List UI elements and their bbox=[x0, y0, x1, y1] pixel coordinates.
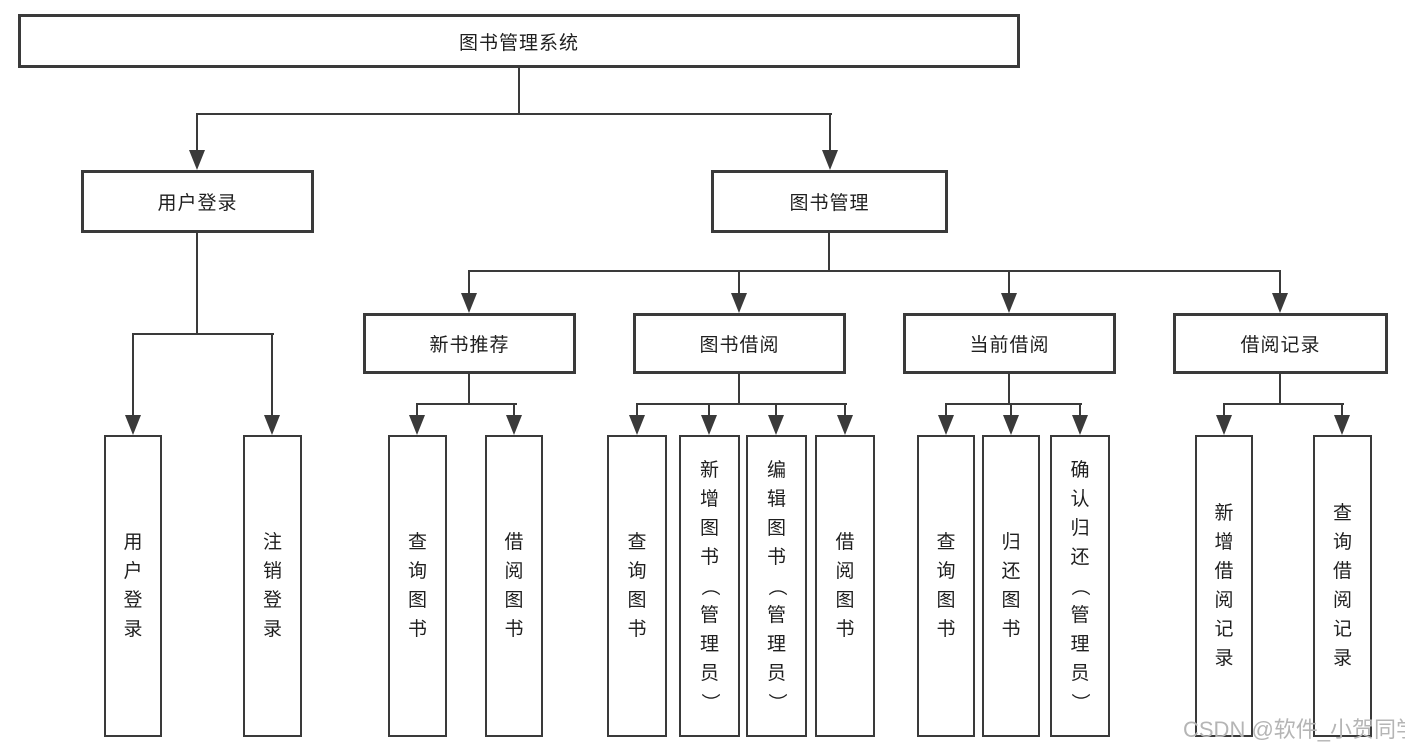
node-current-borrow: 当前借阅 bbox=[903, 313, 1116, 374]
connector-arrow-icon bbox=[409, 415, 425, 435]
leaf-edit-books-admin: 编辑图书（管理员） bbox=[746, 435, 807, 737]
connector-line bbox=[132, 333, 134, 416]
connector-arrow-icon bbox=[1001, 293, 1017, 313]
connector-line bbox=[738, 373, 740, 405]
node-label: 图书管理 bbox=[789, 193, 870, 214]
connector-arrow-icon bbox=[731, 293, 747, 313]
connector-line bbox=[468, 373, 470, 405]
leaf-label: 用户登录 bbox=[123, 532, 143, 640]
leaf-query-books-current: 查询图书 bbox=[917, 435, 975, 737]
connector-arrow-icon bbox=[1272, 293, 1288, 313]
connector-arrow-icon bbox=[1072, 415, 1088, 435]
connector-line bbox=[1010, 403, 1012, 417]
connector-line bbox=[468, 270, 1281, 272]
leaf-label: 查询图书 bbox=[627, 532, 647, 640]
leaf-logout: 注销登录 bbox=[243, 435, 302, 737]
connector-line bbox=[945, 403, 1082, 405]
connector-arrow-icon bbox=[938, 415, 954, 435]
connector-arrow-icon bbox=[1216, 415, 1232, 435]
node-book-management: 图书管理 bbox=[711, 170, 948, 233]
connector-line bbox=[518, 67, 520, 115]
connector-line bbox=[513, 403, 515, 417]
leaf-label: 查询借阅记录 bbox=[1332, 503, 1352, 669]
connector-arrow-icon bbox=[264, 415, 280, 435]
connector-line bbox=[132, 333, 274, 335]
connector-line bbox=[1223, 403, 1344, 405]
node-label: 借阅记录 bbox=[1240, 335, 1321, 356]
connector-line bbox=[844, 403, 846, 417]
leaf-add-books-admin: 新增图书（管理员） bbox=[679, 435, 740, 737]
connector-line bbox=[1008, 270, 1010, 295]
connector-line bbox=[196, 232, 198, 335]
leaf-label: 归还图书 bbox=[1001, 532, 1021, 640]
connector-line bbox=[1008, 373, 1010, 405]
connector-line bbox=[708, 403, 710, 417]
leaf-label: 查询图书 bbox=[407, 532, 427, 640]
leaf-label: 查询图书 bbox=[936, 532, 956, 640]
connector-line bbox=[828, 232, 830, 272]
leaf-user-login: 用户登录 bbox=[104, 435, 162, 737]
connector-arrow-icon bbox=[189, 150, 205, 170]
connector-arrow-icon bbox=[822, 150, 838, 170]
leaf-return-books: 归还图书 bbox=[982, 435, 1040, 737]
connector-arrow-icon bbox=[506, 415, 522, 435]
node-new-book-recommend: 新书推荐 bbox=[363, 313, 576, 374]
connector-line bbox=[1279, 270, 1281, 295]
leaf-query-books-recommend: 查询图书 bbox=[388, 435, 447, 737]
connector-line bbox=[271, 333, 273, 416]
node-label: 图书借阅 bbox=[699, 335, 780, 356]
connector-line bbox=[636, 403, 847, 405]
leaf-label: 新增借阅记录 bbox=[1214, 503, 1234, 669]
connector-arrow-icon bbox=[125, 415, 141, 435]
leaf-label: 借阅图书 bbox=[835, 532, 855, 640]
leaf-label: 注销登录 bbox=[262, 532, 282, 640]
connector-line bbox=[416, 403, 517, 405]
node-label: 当前借阅 bbox=[969, 335, 1050, 356]
node-label: 新书推荐 bbox=[429, 335, 510, 356]
leaf-add-borrow-record: 新增借阅记录 bbox=[1195, 435, 1253, 737]
connector-line bbox=[1279, 373, 1281, 405]
node-label: 图书管理系统 bbox=[458, 32, 579, 54]
connector-line bbox=[636, 403, 638, 417]
connector-line bbox=[1341, 403, 1343, 417]
connector-arrow-icon bbox=[837, 415, 853, 435]
leaf-label: 编辑图书（管理员） bbox=[765, 459, 787, 712]
node-library-system: 图书管理系统 bbox=[18, 14, 1020, 68]
connector-line bbox=[196, 113, 198, 152]
connector-arrow-icon bbox=[768, 415, 784, 435]
connector-line bbox=[468, 270, 470, 295]
connector-line bbox=[1223, 403, 1225, 417]
connector-line bbox=[738, 270, 740, 295]
watermark-text: CSDN @软件_小贺同学 bbox=[1183, 717, 1405, 742]
connector-line bbox=[945, 403, 947, 417]
connector-arrow-icon bbox=[629, 415, 645, 435]
leaf-query-borrow-record: 查询借阅记录 bbox=[1313, 435, 1372, 737]
connector-line bbox=[416, 403, 418, 417]
connector-arrow-icon bbox=[701, 415, 717, 435]
connector-line bbox=[196, 113, 832, 115]
node-book-borrow: 图书借阅 bbox=[633, 313, 846, 374]
connector-line bbox=[829, 113, 831, 152]
node-user-login: 用户登录 bbox=[81, 170, 314, 233]
leaf-borrow-books-recommend: 借阅图书 bbox=[485, 435, 543, 737]
connector-arrow-icon bbox=[1334, 415, 1350, 435]
leaf-label: 确认归还（管理员） bbox=[1069, 459, 1091, 712]
connector-line bbox=[1079, 403, 1081, 417]
node-label: 用户登录 bbox=[157, 193, 238, 214]
connector-arrow-icon bbox=[1003, 415, 1019, 435]
leaf-label: 借阅图书 bbox=[504, 532, 524, 640]
leaf-query-books-borrow: 查询图书 bbox=[607, 435, 667, 737]
connector-line bbox=[775, 403, 777, 417]
node-borrow-records: 借阅记录 bbox=[1173, 313, 1388, 374]
leaf-borrow-books: 借阅图书 bbox=[815, 435, 875, 737]
leaf-label: 新增图书（管理员） bbox=[698, 459, 720, 712]
leaf-confirm-return-admin: 确认归还（管理员） bbox=[1050, 435, 1110, 737]
connector-arrow-icon bbox=[461, 293, 477, 313]
